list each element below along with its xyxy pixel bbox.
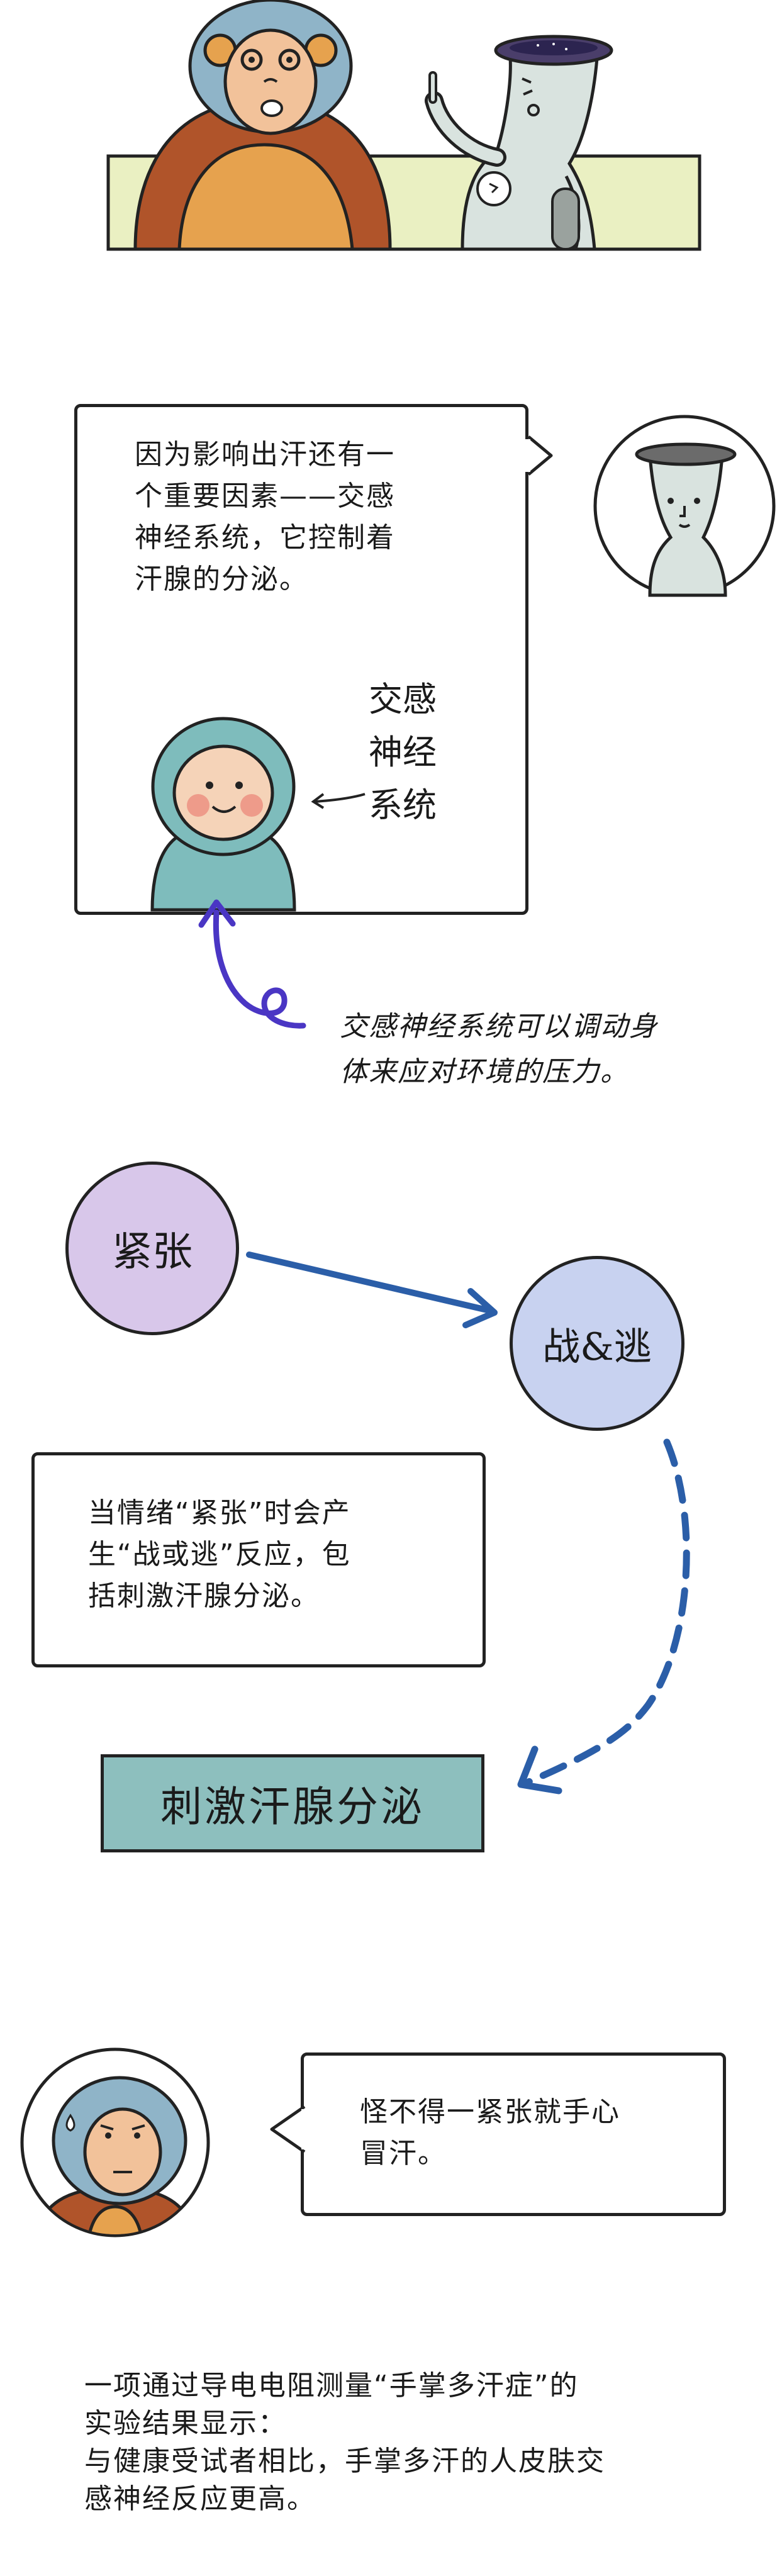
- flow-arrow-1-icon: [246, 1252, 498, 1328]
- sns-hand-label: 交感 神经 系统: [369, 673, 437, 832]
- panel2-line-1: 当情绪“紧张”时会产: [88, 1497, 351, 1529]
- footer-line-3: 与健康受试者相比，手掌多汗的人皮肤交: [84, 2445, 605, 2477]
- sweat-drop-icon: [65, 2114, 75, 2132]
- sns-hand-label-line-3: 系统: [369, 785, 437, 825]
- flask-portrait-icon: [593, 415, 776, 597]
- flask-character-icon: [425, 35, 613, 251]
- fight-flight-circle: 战&逃: [510, 1256, 684, 1431]
- speech-bubble-panel-3: [301, 2052, 726, 2216]
- sns-hand-label-line-1: 交感: [369, 680, 437, 719]
- orangutan-portrait-icon: [20, 2047, 210, 2237]
- explanation-panel-2: [31, 1452, 486, 1667]
- panel1-line-1: 因为影响出汗还有一: [135, 439, 395, 471]
- top-strip-art: [106, 0, 701, 251]
- caption1-line-2: 体来应对环境的压力。: [340, 1056, 629, 1088]
- caption1-line-1: 交感神经系统可以调动身: [340, 1011, 658, 1043]
- result-label: 刺激汗腺分泌: [160, 1783, 425, 1831]
- sympathetic-nerve-child-icon: [150, 717, 296, 912]
- panel2-line-3: 括刺激汗腺分泌。: [88, 1580, 320, 1612]
- pointer-arrow-icon: [311, 793, 366, 809]
- caption-1: 交感神经系统可以调动身 体来应对环境的压力。: [340, 1004, 658, 1095]
- panel1-line-2: 个重要因素——交感: [135, 480, 395, 512]
- panel1-line-4: 汗腺的分泌。: [135, 563, 308, 595]
- flow-arrow-2-icon: [517, 1438, 690, 1795]
- explanation-panel-1: [74, 404, 528, 915]
- footer-line-4: 感神经反应更高。: [84, 2483, 316, 2515]
- panel3-line-1: 怪不得一紧张就手心: [360, 2096, 620, 2128]
- panel1-line-3: 神经系统，它控制着: [135, 522, 395, 554]
- panel3-line-2: 冒汗。: [360, 2137, 447, 2170]
- fight-flight-label: 战&逃: [542, 1324, 652, 1369]
- result-box: 刺激汗腺分泌: [101, 1754, 484, 1852]
- footer-text: 一项通过导电电阻测量“手掌多汗症”的 实验结果显示： 与健康受试者相比，手掌多汗…: [84, 2367, 605, 2518]
- speech-tail-left: [270, 2105, 309, 2154]
- footer-line-2: 实验结果显示：: [84, 2407, 287, 2439]
- nervous-circle: 紧张: [65, 1162, 239, 1335]
- footer-line-1: 一项通过导电电阻测量“手掌多汗症”的: [84, 2370, 579, 2402]
- speech-tail: [523, 435, 553, 476]
- panel2-line-2: 生“战或逃”反应，包: [88, 1538, 351, 1571]
- orangutan-character-icon: [133, 0, 392, 251]
- sns-hand-label-line-2: 神经: [369, 732, 437, 772]
- curly-arrow-icon: [198, 899, 306, 1029]
- nervous-label: 紧张: [112, 1229, 193, 1275]
- top-strip: [0, 0, 782, 264]
